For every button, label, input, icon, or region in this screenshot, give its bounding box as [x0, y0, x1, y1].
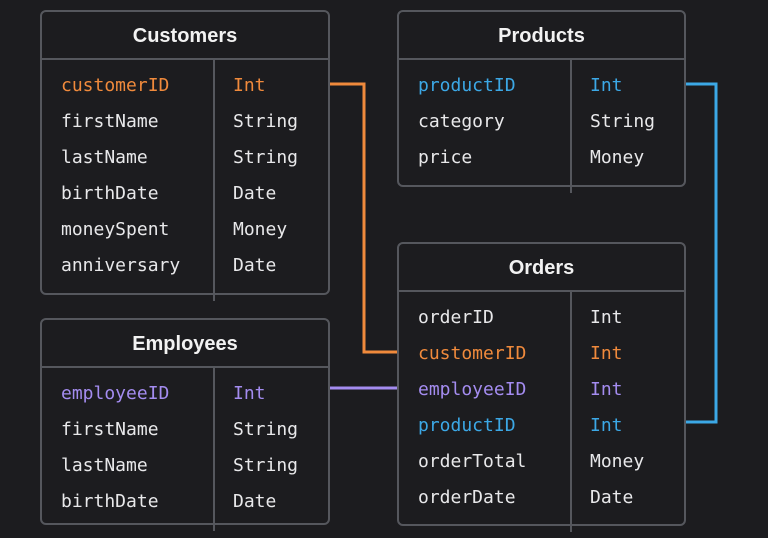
- table-row: orderID Int: [399, 300, 684, 336]
- table-row: price Money: [399, 140, 684, 176]
- table-row: employeeID Int: [399, 372, 684, 408]
- table-row: customerID Int: [399, 336, 684, 372]
- table-row: orderTotal Money: [399, 444, 684, 480]
- customer-order-link: [330, 82, 398, 354]
- employees-table: Employees employeeID Int firstName Strin…: [40, 318, 330, 531]
- field-name: price: [418, 147, 473, 168]
- field-name: lastName: [61, 147, 148, 168]
- table-row: moneySpent Money: [42, 212, 328, 248]
- field-type: Int: [233, 75, 266, 96]
- table-row: lastName String: [42, 448, 328, 484]
- field-name: lastName: [61, 455, 148, 476]
- field-name: firstName: [61, 111, 159, 132]
- field-name: orderDate: [418, 487, 516, 508]
- field-type: Date: [233, 183, 277, 204]
- table-row: birthDate Date: [42, 176, 328, 212]
- field-name: firstName: [61, 419, 159, 440]
- field-type: Date: [590, 487, 634, 508]
- table-rows: productID Int category String price Mone…: [399, 60, 684, 193]
- field-name: moneySpent: [61, 219, 170, 240]
- field-type: String: [233, 455, 299, 476]
- field-type: Date: [233, 255, 277, 276]
- field-type: Int: [590, 343, 623, 364]
- table-rows: employeeID Int firstName String lastName…: [42, 368, 328, 531]
- table-row: orderDate Date: [399, 480, 684, 516]
- table-title: Employees: [42, 320, 328, 368]
- products-table: Products productID Int category String p…: [397, 10, 686, 193]
- column-divider: [570, 292, 572, 532]
- table-row: birthDate Date: [42, 484, 328, 520]
- field-name: orderID: [418, 307, 494, 328]
- field-name: birthDate: [61, 491, 159, 512]
- customers-table: Customers customerID Int firstName Strin…: [40, 10, 330, 301]
- column-divider: [213, 368, 215, 531]
- field-name: productID: [418, 415, 516, 436]
- table-row: lastName String: [42, 140, 328, 176]
- table-title: Orders: [399, 244, 684, 292]
- column-divider: [570, 60, 572, 193]
- column-divider: [213, 60, 215, 301]
- field-name: orderTotal: [418, 451, 527, 472]
- table-row: category String: [399, 104, 684, 140]
- table-rows: customerID Int firstName String lastName…: [42, 60, 328, 301]
- field-type: Money: [233, 219, 288, 240]
- field-type: String: [233, 419, 299, 440]
- field-type: String: [590, 111, 656, 132]
- field-name: customerID: [418, 343, 527, 364]
- table-row: anniversary Date: [42, 248, 328, 284]
- product-order-link: [686, 82, 718, 424]
- table-title: Customers: [42, 12, 328, 60]
- field-name: employeeID: [61, 383, 170, 404]
- field-type: Int: [590, 307, 623, 328]
- field-name: productID: [418, 75, 516, 96]
- field-name: anniversary: [61, 255, 181, 276]
- field-name: employeeID: [418, 379, 527, 400]
- table-row: employeeID Int: [42, 376, 328, 412]
- table-title: Products: [399, 12, 684, 60]
- table-row: customerID Int: [42, 68, 328, 104]
- table-row: firstName String: [42, 412, 328, 448]
- table-rows: orderID Int customerID Int employeeID In…: [399, 292, 684, 532]
- table-row: firstName String: [42, 104, 328, 140]
- field-type: Int: [233, 383, 266, 404]
- field-type: Int: [590, 379, 623, 400]
- field-type: Money: [590, 147, 645, 168]
- field-type: Int: [590, 75, 623, 96]
- orders-table: Orders orderID Int customerID Int employ…: [397, 242, 686, 532]
- field-name: birthDate: [61, 183, 159, 204]
- field-type: String: [233, 111, 299, 132]
- field-type: Date: [233, 491, 277, 512]
- field-name: customerID: [61, 75, 170, 96]
- table-row: productID Int: [399, 408, 684, 444]
- table-row: productID Int: [399, 68, 684, 104]
- field-type: Money: [590, 451, 645, 472]
- field-name: category: [418, 111, 505, 132]
- field-type: Int: [590, 415, 623, 436]
- field-type: String: [233, 147, 299, 168]
